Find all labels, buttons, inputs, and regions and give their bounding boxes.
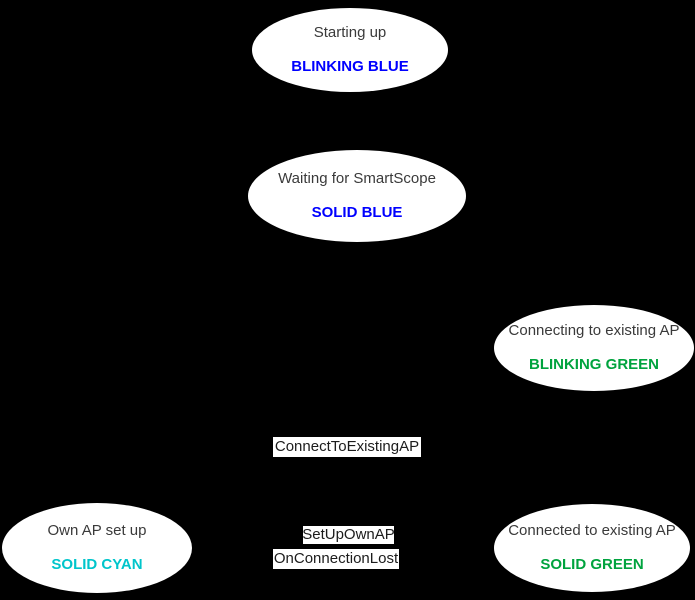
led-status: BLINKING BLUE <box>291 58 409 75</box>
edge-label-on-connection-lost: OnConnectionLost <box>273 549 399 569</box>
state-name: Connecting to existing AP <box>508 322 680 339</box>
state-node-waiting-for-smartscope: Waiting for SmartScope SOLID BLUE <box>248 150 466 242</box>
led-status: SOLID BLUE <box>311 204 403 221</box>
state-node-starting-up: Starting up BLINKING BLUE <box>252 8 448 92</box>
led-status: SOLID GREEN <box>540 556 644 573</box>
state-name: Own AP set up <box>47 522 147 539</box>
edge-label-connect-to-existing-ap: ConnectToExistingAP <box>273 437 421 457</box>
led-status: BLINKING GREEN <box>528 356 659 373</box>
edge-label-set-up-own-ap: SetUpOwnAP <box>302 526 395 544</box>
state-node-connecting-to-existing-ap: Connecting to existing AP BLINKING GREEN <box>494 305 694 391</box>
state-node-own-ap-set-up: Own AP set up SOLID CYAN <box>2 503 192 593</box>
state-name: Connected to existing AP <box>508 522 676 539</box>
led-status: SOLID CYAN <box>51 556 143 573</box>
state-name: Waiting for SmartScope <box>278 170 436 187</box>
state-node-connected-to-existing-ap: Connected to existing AP SOLID GREEN <box>494 504 690 592</box>
state-name: Starting up <box>313 24 387 41</box>
